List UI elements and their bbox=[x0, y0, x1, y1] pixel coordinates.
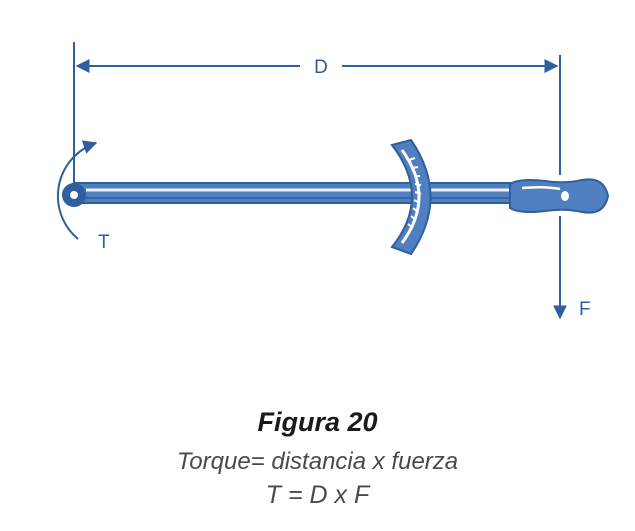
torque-wrench-diagram: D T F bbox=[56, 42, 610, 320]
wrench-shaft bbox=[71, 182, 519, 204]
distance-label: D bbox=[314, 57, 328, 78]
handle-grip-hole bbox=[561, 191, 569, 201]
torque-rotation-arrow bbox=[56, 140, 98, 240]
figure-title: Figura 20 bbox=[257, 407, 378, 437]
torque-scale-dial bbox=[390, 138, 432, 256]
scale-highlight bbox=[400, 149, 421, 244]
scale-tick-marks bbox=[407, 157, 422, 229]
wrench-head-highlight bbox=[70, 191, 78, 199]
torque-formula: T = D x F bbox=[265, 481, 370, 509]
torque-definition: Torque= distancia x fuerza bbox=[176, 448, 459, 475]
wrench-handle bbox=[509, 178, 610, 214]
torque-label: T bbox=[98, 232, 110, 253]
handle-highlight bbox=[521, 185, 561, 191]
force-label: F bbox=[579, 299, 591, 320]
